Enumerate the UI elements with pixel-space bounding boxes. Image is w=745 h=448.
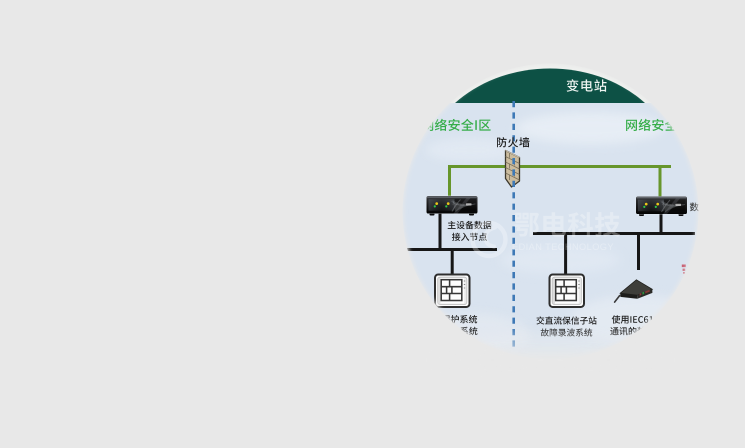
- svg-text:EDIAN TECHNOLOGY: EDIAN TECHNOLOGY: [512, 242, 614, 252]
